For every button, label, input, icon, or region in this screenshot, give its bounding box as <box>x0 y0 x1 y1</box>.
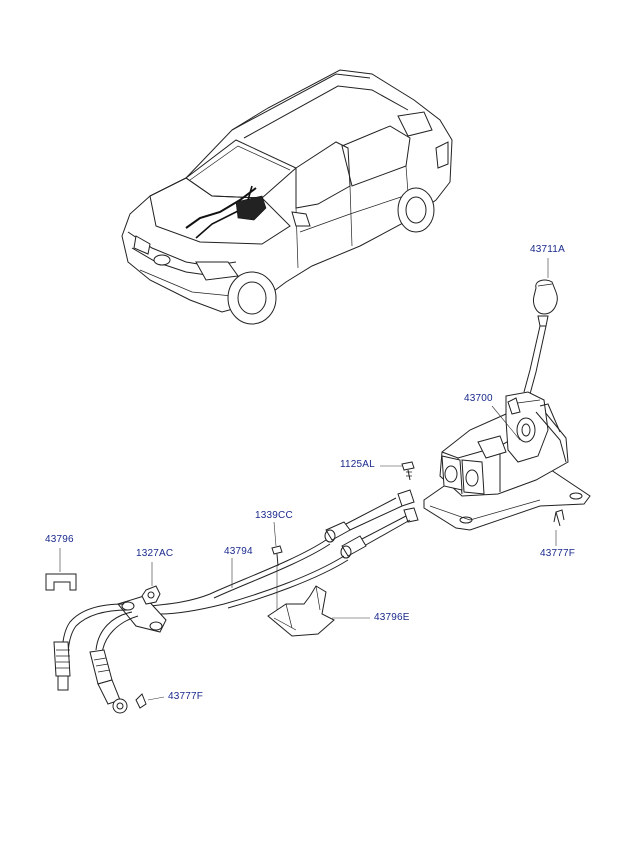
label-43711a[interactable]: 43711A <box>530 244 565 255</box>
label-43796e[interactable]: 43796E <box>374 612 410 623</box>
label-1125al[interactable]: 1125AL <box>340 459 375 470</box>
clip-43777f-left <box>135 693 147 709</box>
screw-1339cc <box>271 545 283 610</box>
shift-cable-assembly <box>53 489 419 714</box>
label-43794[interactable]: 43794 <box>224 546 253 557</box>
label-43700[interactable]: 43700 <box>464 393 493 404</box>
leader-lines <box>59 258 557 701</box>
label-43777f-left[interactable]: 43777F <box>168 691 204 702</box>
label-1327ac[interactable]: 1327AC <box>136 548 174 559</box>
bracket-43796e <box>267 585 335 637</box>
label-43796[interactable]: 43796 <box>45 534 74 545</box>
shift-lever-assembly <box>423 279 591 531</box>
vehicle-illustration <box>121 69 453 325</box>
clip-43796 <box>45 573 77 591</box>
nut-1327ac <box>141 585 161 605</box>
clip-43777f-right <box>553 509 565 527</box>
label-1339cc[interactable]: 1339CC <box>255 510 293 521</box>
bolt-1125al <box>401 461 415 481</box>
shift-knob <box>533 279 558 327</box>
label-43777f-right[interactable]: 43777F <box>540 548 576 559</box>
